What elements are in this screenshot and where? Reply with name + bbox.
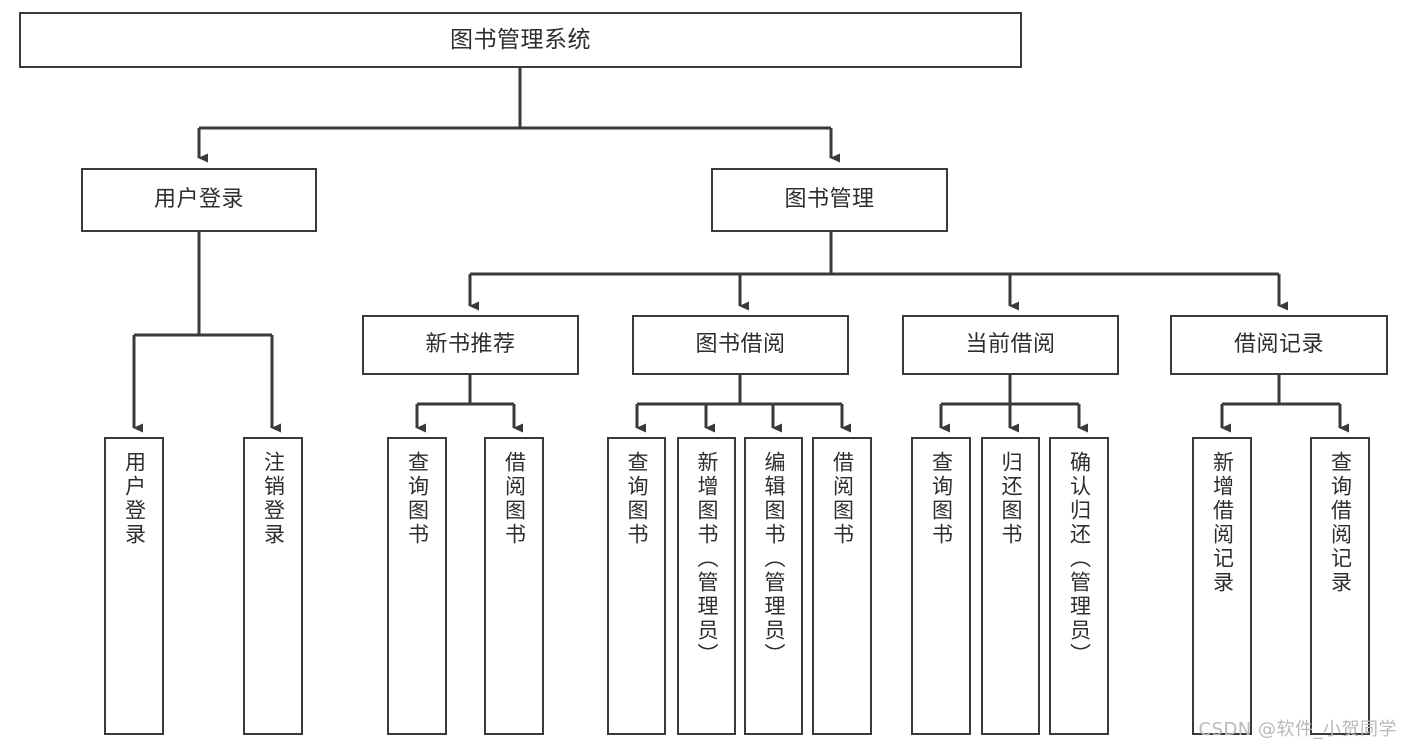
node-label: 新增借阅记录 bbox=[1210, 451, 1235, 595]
node-book-borrow[interactable]: 图书借阅 bbox=[632, 315, 849, 375]
csdn-watermark: CSDN @软件_小贺同学 bbox=[1198, 719, 1397, 740]
node-label: 借阅记录 bbox=[1233, 332, 1324, 358]
node-label: 图书借阅 bbox=[695, 332, 786, 358]
node-label: 查询借阅记录 bbox=[1328, 451, 1353, 595]
node-new-book-recommend[interactable]: 新书推荐 bbox=[362, 315, 579, 375]
node-borrow-record[interactable]: 借阅记录 bbox=[1170, 315, 1388, 375]
leaf-book-borrow-edit-book[interactable]: 编辑图书（管理员） bbox=[744, 437, 803, 735]
node-label: 用户登录 bbox=[153, 187, 244, 213]
node-label: 查询图书 bbox=[625, 451, 649, 547]
leaf-user-login-login[interactable]: 用户登录 bbox=[104, 437, 164, 735]
node-user-login[interactable]: 用户登录 bbox=[81, 168, 317, 232]
leaf-new-book-query-book[interactable]: 查询图书 bbox=[387, 437, 447, 735]
node-book-management-system[interactable]: 图书管理系统 bbox=[19, 12, 1022, 68]
node-label: 查询图书 bbox=[929, 451, 954, 547]
leaf-new-book-borrow-book[interactable]: 借阅图书 bbox=[484, 437, 544, 735]
leaf-current-borrow-return-book[interactable]: 归还图书 bbox=[981, 437, 1040, 735]
node-label: 归还图书 bbox=[999, 451, 1023, 547]
node-label: 新增图书（管理员） bbox=[695, 451, 719, 667]
node-label: 借阅图书 bbox=[502, 451, 527, 547]
leaf-current-borrow-query-book[interactable]: 查询图书 bbox=[911, 437, 971, 735]
leaf-borrow-record-query-record[interactable]: 查询借阅记录 bbox=[1310, 437, 1370, 735]
leaf-borrow-record-add-record[interactable]: 新增借阅记录 bbox=[1192, 437, 1252, 735]
node-label: 图书管理系统 bbox=[450, 26, 591, 53]
node-label: 借阅图书 bbox=[830, 451, 855, 547]
node-label: 当前借阅 bbox=[965, 332, 1056, 358]
leaf-book-borrow-query-book[interactable]: 查询图书 bbox=[607, 437, 666, 735]
node-current-borrow[interactable]: 当前借阅 bbox=[902, 315, 1119, 375]
node-label: 查询图书 bbox=[405, 451, 430, 547]
leaf-user-login-logout[interactable]: 注销登录 bbox=[243, 437, 303, 735]
leaf-book-borrow-add-book[interactable]: 新增图书（管理员） bbox=[677, 437, 736, 735]
node-label: 注销登录 bbox=[261, 451, 286, 547]
node-label: 图书管理 bbox=[784, 187, 875, 213]
node-label: 用户登录 bbox=[122, 451, 147, 547]
node-book-management[interactable]: 图书管理 bbox=[711, 168, 948, 232]
leaf-book-borrow-borrow-book[interactable]: 借阅图书 bbox=[812, 437, 872, 735]
node-label: 新书推荐 bbox=[425, 332, 516, 358]
node-label: 确认归还（管理员） bbox=[1067, 451, 1092, 667]
leaf-current-borrow-confirm-return[interactable]: 确认归还（管理员） bbox=[1049, 437, 1109, 735]
node-label: 编辑图书（管理员） bbox=[762, 451, 786, 667]
